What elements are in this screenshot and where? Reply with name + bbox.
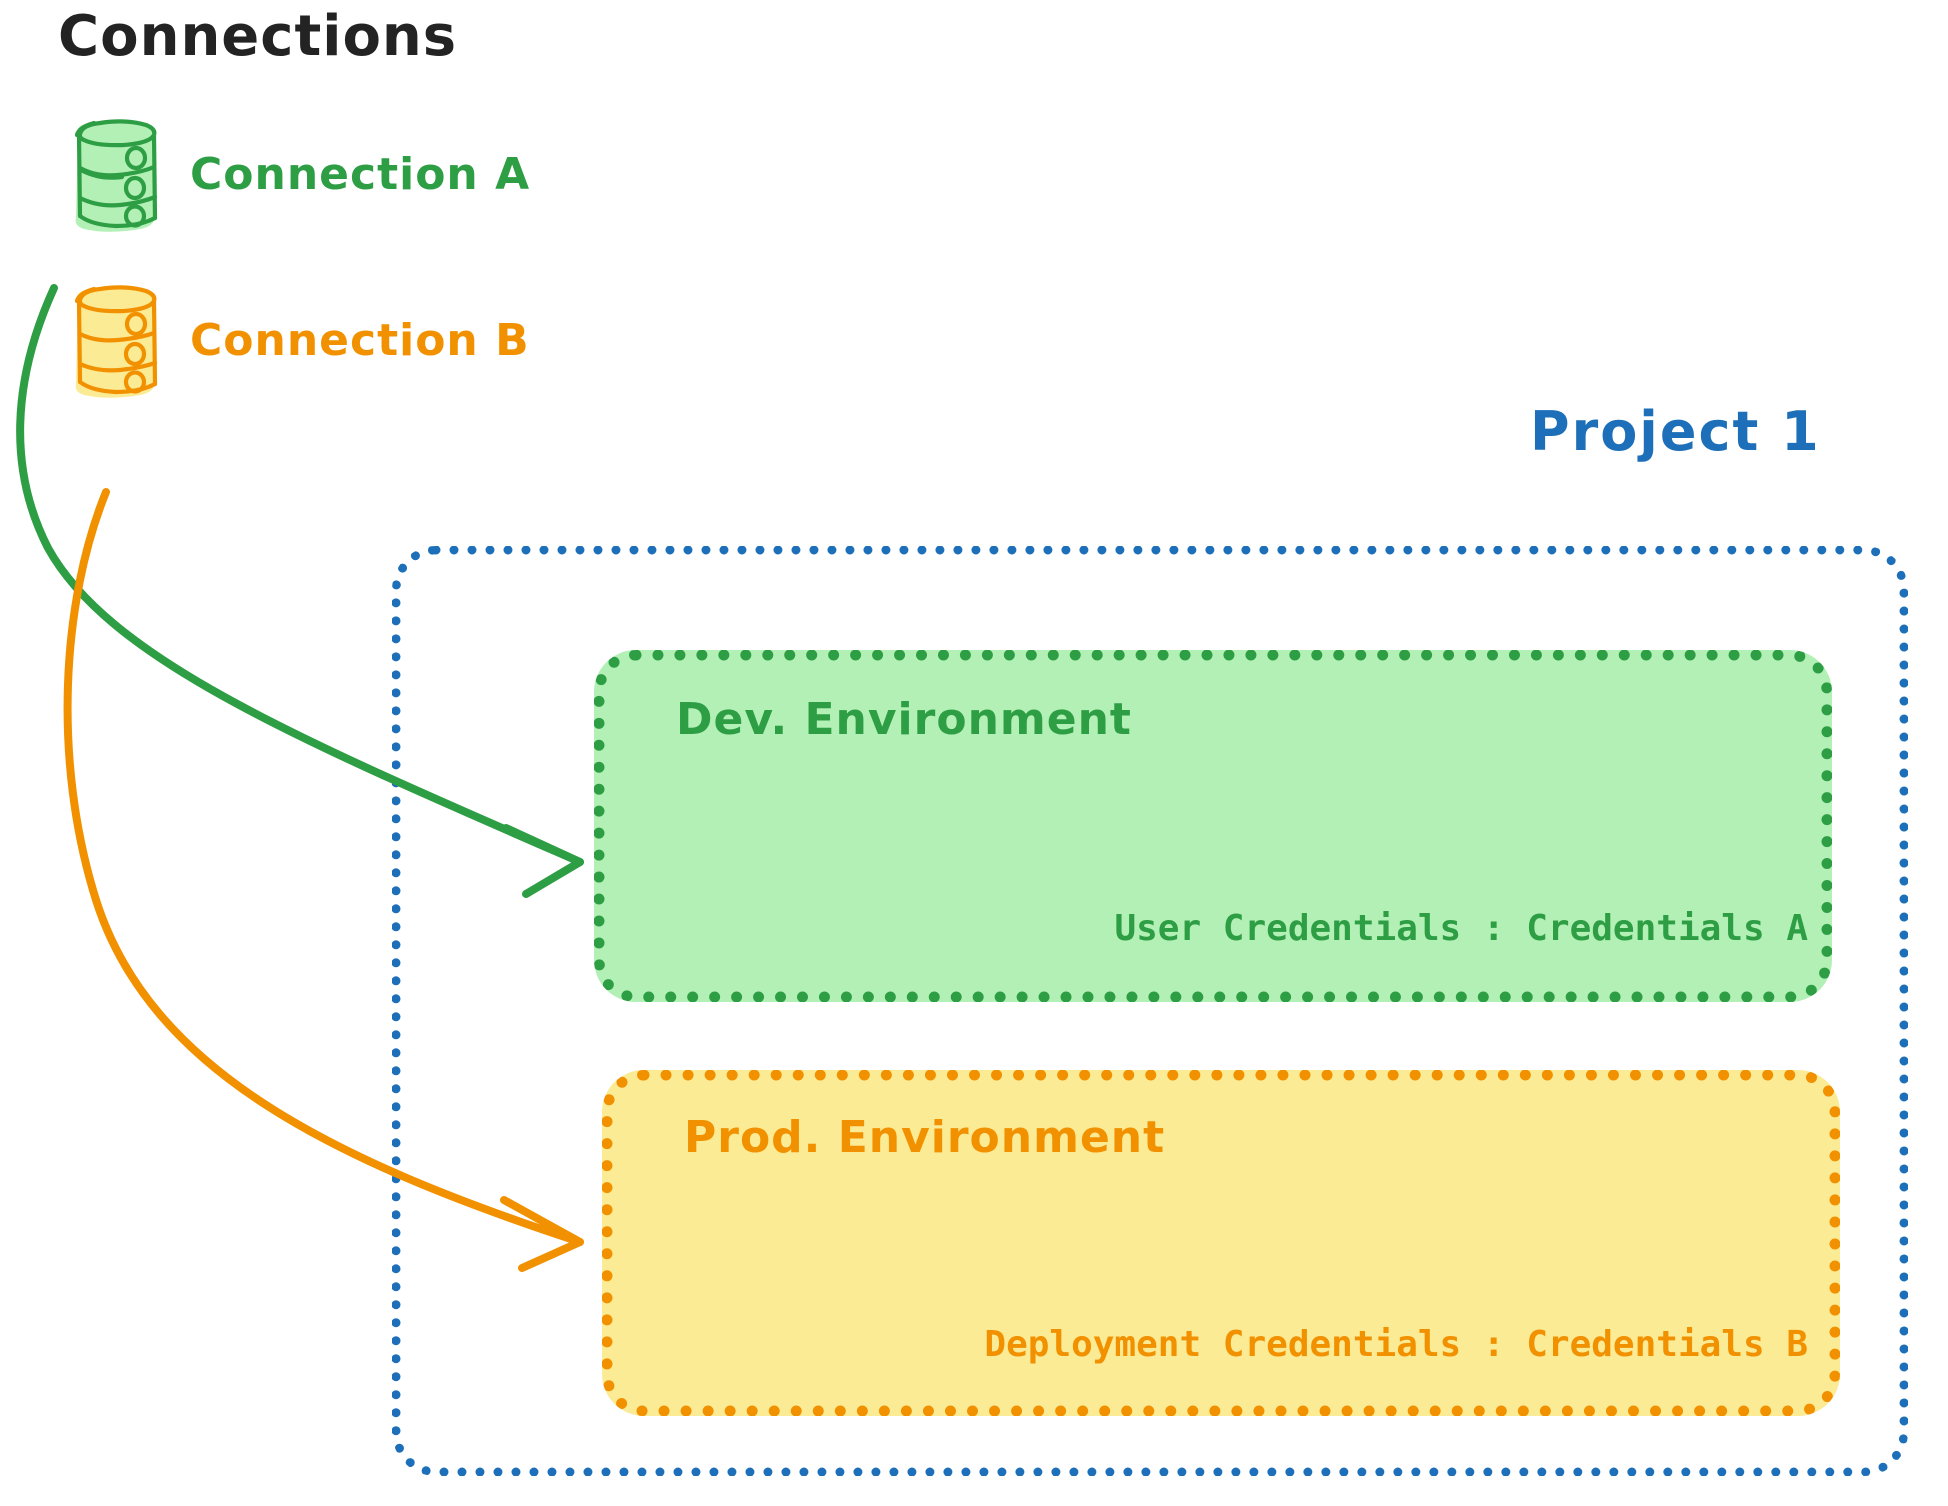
prod-environment-title: Prod. Environment [684, 1112, 1166, 1163]
project-label: Project 1 [1530, 400, 1821, 463]
page-title: Connections [58, 4, 458, 69]
dev-environment-box[interactable] [594, 650, 1832, 1002]
connection-item-a[interactable]: Connection A [66, 112, 530, 236]
database-icon [74, 119, 158, 232]
dev-environment-title: Dev. Environment [676, 694, 1132, 745]
prod-environment-credentials: Deployment Credentials : Credentials B [984, 1324, 1808, 1365]
prod-environment-box[interactable] [602, 1070, 1840, 1416]
dev-environment-credentials: User Credentials : Credentials A [1114, 908, 1808, 949]
connection-a-label: Connection A [190, 148, 531, 200]
connection-item-b[interactable]: Connection B [66, 278, 530, 402]
database-icon [74, 285, 158, 398]
connection-b-label: Connection B [190, 314, 530, 366]
